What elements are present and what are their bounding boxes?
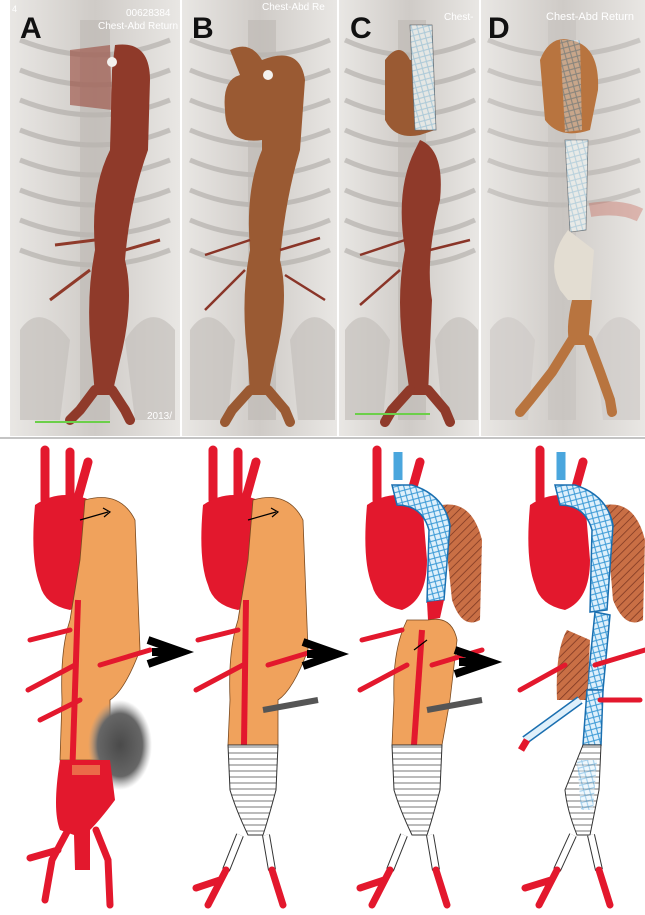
panel-corner-mark: 4 bbox=[12, 4, 17, 14]
schematic-stage-4 bbox=[520, 450, 645, 905]
schematic-row bbox=[28, 450, 645, 905]
panel-label-c: C bbox=[350, 12, 372, 45]
panel-d-header-1: Chest-Abd Return bbox=[546, 11, 634, 23]
stage-arrow-1 bbox=[148, 640, 182, 664]
schematic-stage-1 bbox=[28, 450, 152, 905]
ct-panel-a: A 00628384 Chest-Abd Return 2013/ 4 bbox=[10, 0, 180, 436]
ct-panel-d: D Chest-Abd Return bbox=[481, 0, 645, 436]
stage-arrow-2 bbox=[303, 642, 337, 666]
panel-label-d: D bbox=[488, 12, 510, 45]
panel-c-header-1: Chest- bbox=[444, 12, 473, 23]
ct-reconstruction-row: A 00628384 Chest-Abd Return 2013/ 4 B Ch… bbox=[0, 0, 645, 438]
ct-panel-c: C Chest- bbox=[339, 0, 479, 436]
panel-a-header-2: Chest-Abd Return bbox=[98, 21, 178, 32]
ct-panel-b: B Chest-Abd Re bbox=[182, 0, 337, 436]
schematic-stage-3 bbox=[360, 450, 482, 905]
panel-label-a: A bbox=[20, 12, 42, 45]
panel-b-header-1: Chest-Abd Re bbox=[262, 2, 325, 13]
panel-label-b: B bbox=[192, 12, 214, 45]
panel-a-header-1: 00628384 bbox=[126, 8, 171, 19]
stage-arrow-3 bbox=[455, 650, 490, 674]
schematic-stage-2 bbox=[196, 450, 318, 905]
panel-a-footer: 2013/ bbox=[147, 411, 172, 422]
